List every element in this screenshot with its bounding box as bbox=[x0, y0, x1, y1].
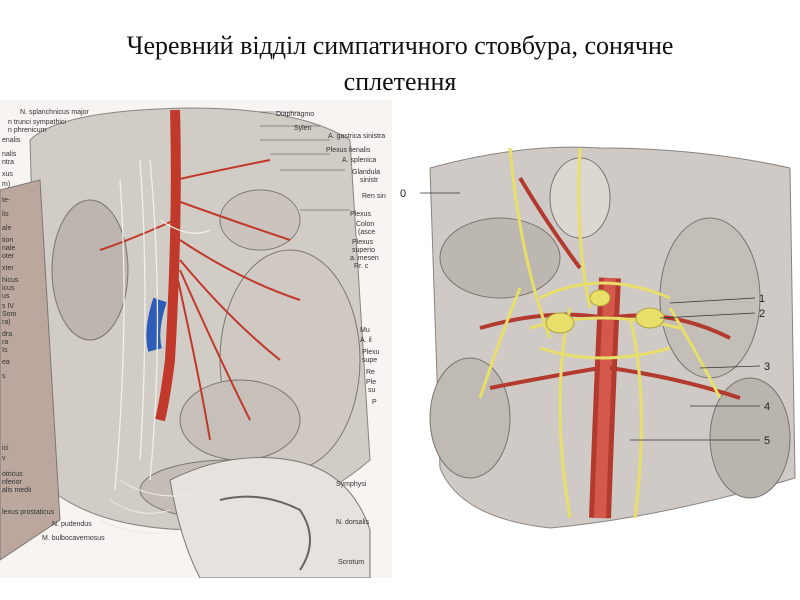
right-number-3: 3 bbox=[764, 361, 770, 373]
label-tion: tion bbox=[2, 237, 13, 244]
label-trunci-sympathici: n trunci sympathici bbox=[8, 119, 66, 126]
label-a-il: A. il bbox=[360, 337, 372, 344]
left-anatomical-illustration: Diaphragmo Sylen A. gastrica sinistra Pl… bbox=[0, 100, 392, 578]
label-diaphragmo: Diaphragmo bbox=[276, 111, 314, 118]
label-re: Re bbox=[366, 369, 375, 376]
label-p: P bbox=[372, 399, 377, 406]
label-oter: oter bbox=[2, 253, 15, 260]
label-rr-c: Rr. c bbox=[354, 263, 369, 270]
label-ea: ea bbox=[2, 359, 10, 366]
label-ren-sin: Ren sin bbox=[362, 193, 386, 200]
label-ra-2: ra bbox=[2, 339, 8, 346]
right-number-1: 1 bbox=[759, 293, 765, 305]
label-otricus: otricus bbox=[2, 471, 23, 478]
right-number-5: 5 bbox=[764, 435, 770, 447]
label-su: su bbox=[368, 387, 376, 394]
label-asce: (asce bbox=[358, 229, 375, 236]
label-plexus-prostaticus: lexus prostaticus bbox=[2, 509, 55, 516]
label-m-bulbocavernosus: M. bulbocavernosus bbox=[42, 535, 105, 542]
right-marker-0: 0 bbox=[400, 188, 406, 200]
label-sylen: Sylen bbox=[294, 125, 312, 132]
label-s-iv: s IV bbox=[2, 303, 14, 310]
label-symphysi: Symphysi bbox=[336, 481, 367, 488]
label-sinistr: sinistr bbox=[360, 177, 379, 184]
label-xus: xus bbox=[2, 171, 13, 178]
title-line-1: Черевний відділ симпатичного стовбура, с… bbox=[126, 31, 674, 60]
label-nale: nale bbox=[2, 245, 15, 252]
label-a-gastrica-sinistra: A. gastrica sinistra bbox=[328, 133, 385, 140]
label-plexus-1: Plexus bbox=[350, 211, 372, 218]
label-xter: xter bbox=[2, 265, 14, 272]
label-superio: superio bbox=[352, 247, 375, 254]
label-a-splenica: A. splenica bbox=[342, 157, 376, 164]
right-anatomical-illustration: 0 1 2 3 4 5 bbox=[400, 146, 800, 529]
label-som: Som bbox=[2, 311, 17, 318]
label-n-splanchnicus-major: N. splanchnicus major bbox=[20, 109, 90, 116]
label-ra: ra) bbox=[2, 319, 11, 326]
label-mu: Mu bbox=[360, 327, 370, 334]
label-is: Is bbox=[2, 347, 8, 354]
label-scrotum: Scrotum bbox=[338, 559, 364, 566]
label-hicus: hicus bbox=[2, 277, 19, 284]
label-v: v bbox=[2, 455, 6, 462]
label-plexus-2: Plexus bbox=[352, 239, 374, 246]
label-plexus-lienalis: Plexus lienalis bbox=[326, 147, 371, 154]
label-ale: ale bbox=[2, 225, 11, 232]
slide-title: Черевний відділ симпатичного стовбура, с… bbox=[40, 28, 760, 100]
label-te: te- bbox=[2, 197, 11, 204]
label-phrenicum: n phrenicum bbox=[8, 127, 47, 134]
label-ple: Ple bbox=[366, 379, 376, 386]
right-number-4: 4 bbox=[764, 401, 770, 413]
label-us: us bbox=[2, 293, 10, 300]
label-nalis: nalis bbox=[2, 151, 17, 158]
label-a-mesen: a. mesen bbox=[350, 255, 379, 262]
label-nferior: nferior bbox=[2, 479, 23, 486]
right-number-2: 2 bbox=[759, 308, 765, 320]
label-plexu: Plexu bbox=[362, 349, 380, 356]
label-alis-medii: alis medii bbox=[2, 487, 32, 494]
label-lis: lis bbox=[2, 211, 9, 218]
title-line-2: сплетення bbox=[343, 67, 457, 96]
label-dra: dra bbox=[2, 331, 12, 338]
label-ici: ici bbox=[2, 445, 9, 452]
label-m: m) bbox=[2, 181, 10, 188]
label-supe: supe bbox=[362, 357, 377, 364]
label-icus: icus bbox=[2, 285, 15, 292]
label-n-dorsalis: N. dorsalis bbox=[336, 519, 370, 526]
label-enalis: enalis bbox=[2, 137, 21, 144]
label-ntra: ntra bbox=[2, 159, 14, 166]
label-s: s bbox=[2, 373, 6, 380]
label-n-pudendus: N. pudendus bbox=[52, 521, 92, 528]
label-glandula: Glandula bbox=[352, 169, 380, 176]
label-colon: Colon bbox=[356, 221, 374, 228]
